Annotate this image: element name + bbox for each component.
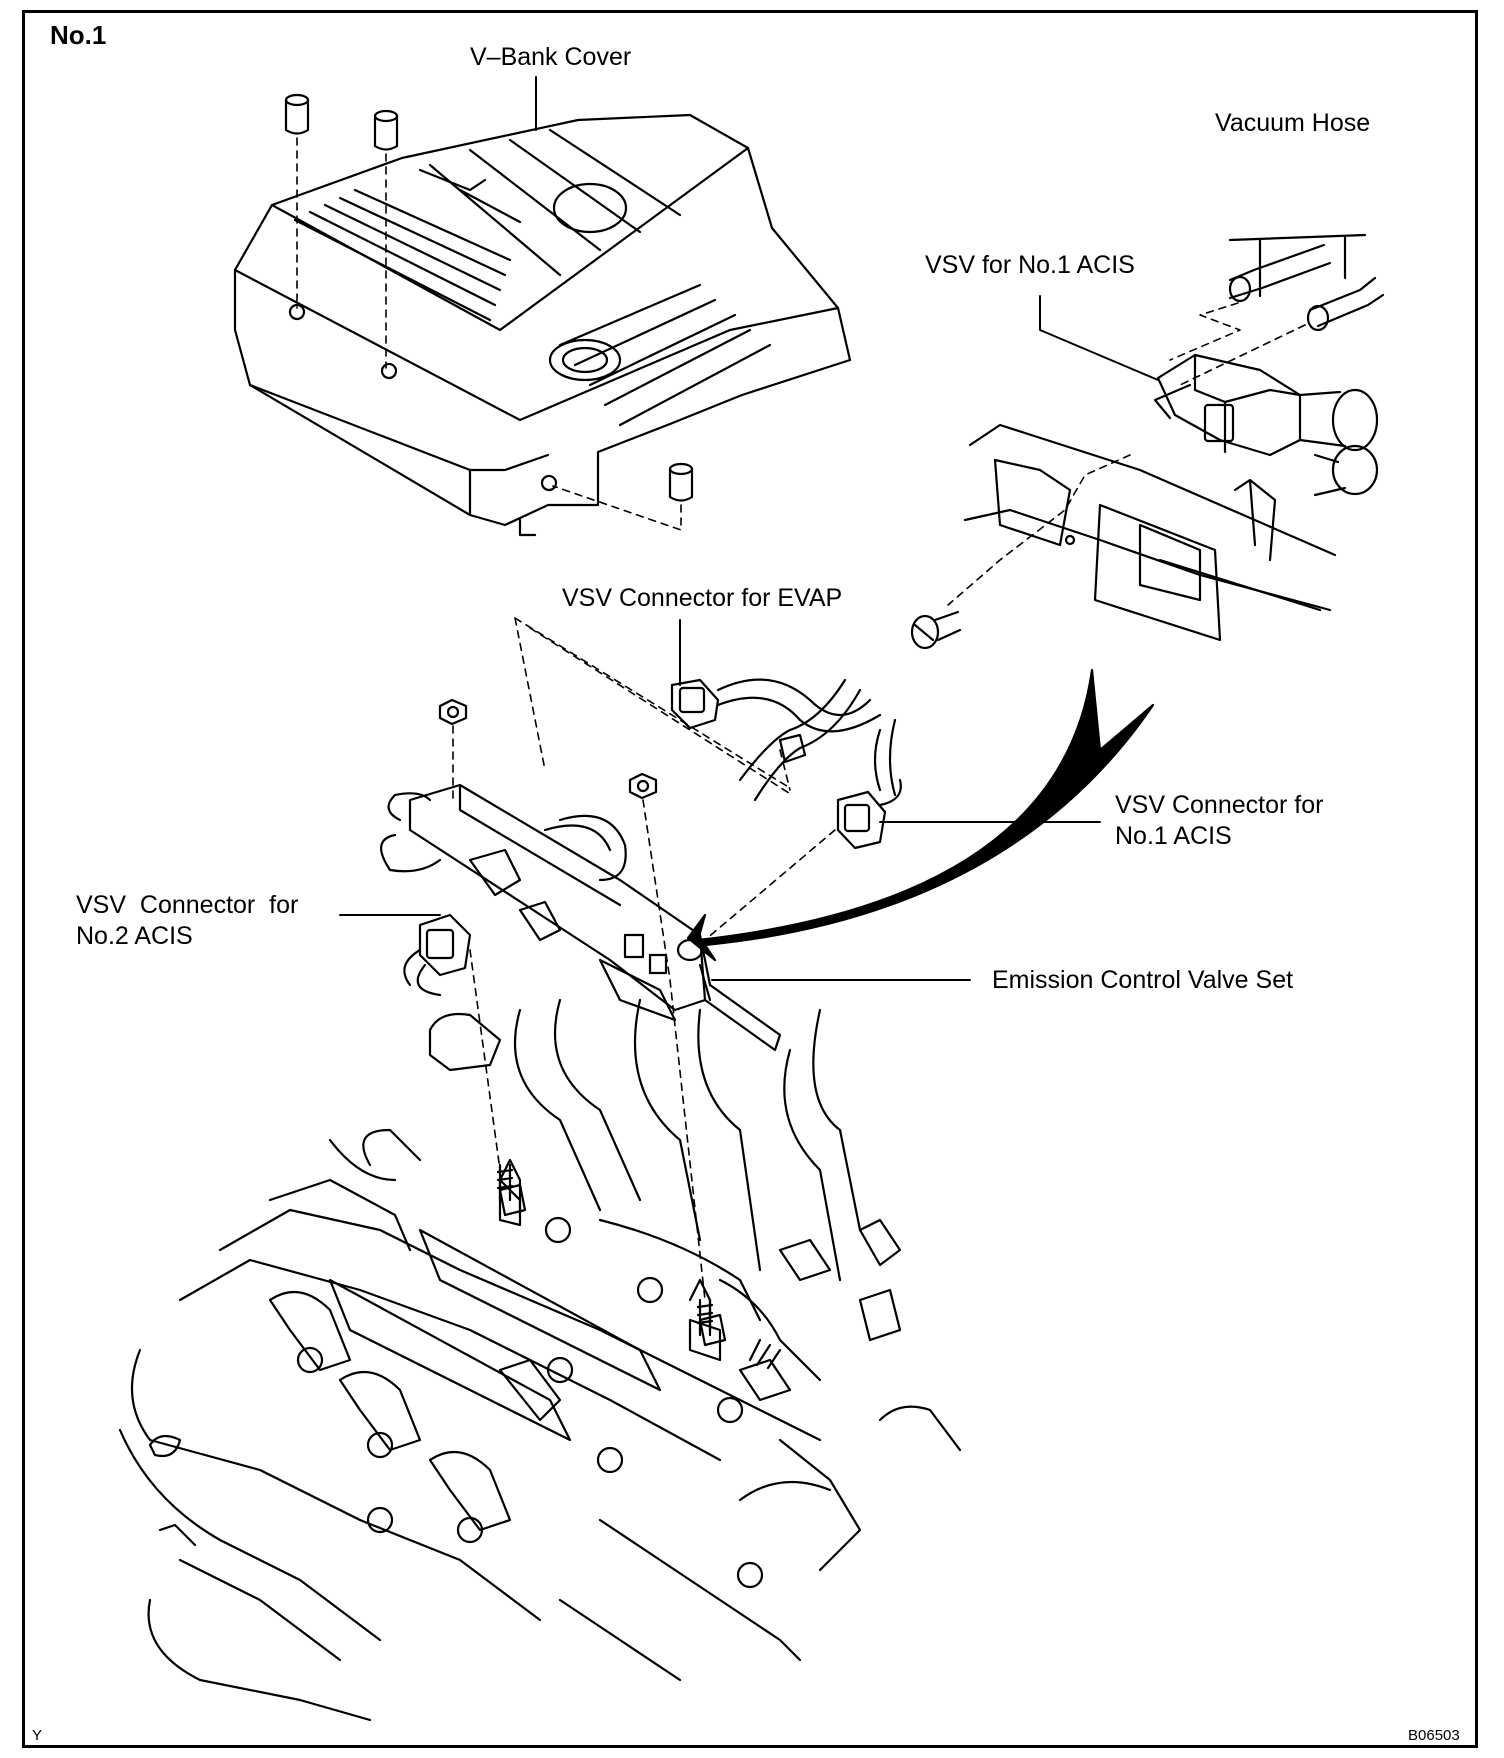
engine-drawing <box>118 998 962 1722</box>
grommet-1 <box>284 93 310 135</box>
stud-bolts <box>496 1163 714 1337</box>
label-v-bank-cover: V–Bank Cover <box>470 43 632 71</box>
nut-left <box>438 698 468 726</box>
vacuum-hoses-drawing <box>1228 233 1385 332</box>
no1-acis-connector-drawing <box>836 778 902 850</box>
label-vacuum-hose: Vacuum Hose <box>1215 109 1371 137</box>
grommets <box>284 93 694 502</box>
label-vsv-connector-evap: VSV Connector for EVAP <box>562 584 843 612</box>
bracket-locator-line <box>947 454 1131 606</box>
hose-locator-lines <box>1169 302 1306 386</box>
leader-vsv-no1-acis <box>1039 295 1159 381</box>
connector-locator-lines <box>514 617 836 941</box>
corner-mark: Y <box>32 1727 43 1744</box>
emission-control-valve-set-drawing <box>380 783 782 1052</box>
evap-connector-drawing <box>670 678 897 802</box>
label-emission-control-valve-set: Emission Control Valve Set <box>992 966 1294 994</box>
grommet-2 <box>373 109 399 151</box>
v-bank-cover-drawing <box>233 113 852 537</box>
bolt-drawing <box>910 610 962 650</box>
grommet-3 <box>668 462 694 502</box>
no2-acis-connector-drawing <box>403 913 472 997</box>
vsv-no1-acis-drawing <box>1153 353 1379 497</box>
stud-locator-lines <box>452 725 706 1301</box>
label-vsv-connector-no2-acis: VSV Connector for No.2 ACIS <box>76 891 299 950</box>
figure-code: B06503 <box>1408 1727 1460 1744</box>
installation-arrow <box>686 668 1155 962</box>
figure-number: No.1 <box>50 20 107 50</box>
nut-right <box>628 772 658 800</box>
nuts <box>438 698 658 800</box>
label-vsv-no1-acis: VSV for No.1 ACIS <box>925 251 1135 279</box>
intake-bracket-drawing <box>963 423 1337 642</box>
cover-locator-lines <box>296 137 682 531</box>
label-vsv-connector-no1-acis: VSV Connector for No.1 ACIS <box>1115 791 1324 850</box>
